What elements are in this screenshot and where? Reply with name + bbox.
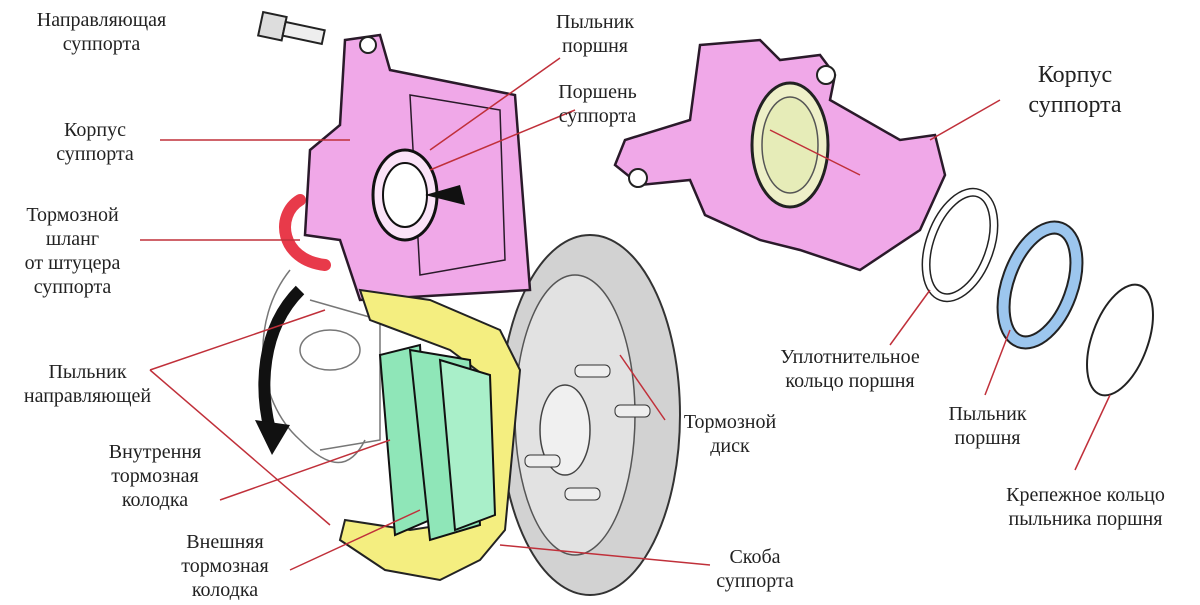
guide-pin-bolt xyxy=(256,10,326,46)
caliper-body-left xyxy=(303,33,532,302)
rotation-arrow xyxy=(258,285,305,432)
retaining-ring xyxy=(1086,283,1154,397)
brake-pads xyxy=(378,343,497,542)
wheel-stud xyxy=(524,364,651,501)
leader-lines xyxy=(140,57,1111,571)
brake-hose xyxy=(279,194,331,271)
rotation-arrow-head xyxy=(255,420,290,455)
caliper-body-right xyxy=(613,38,947,272)
brake-disc xyxy=(499,234,681,596)
